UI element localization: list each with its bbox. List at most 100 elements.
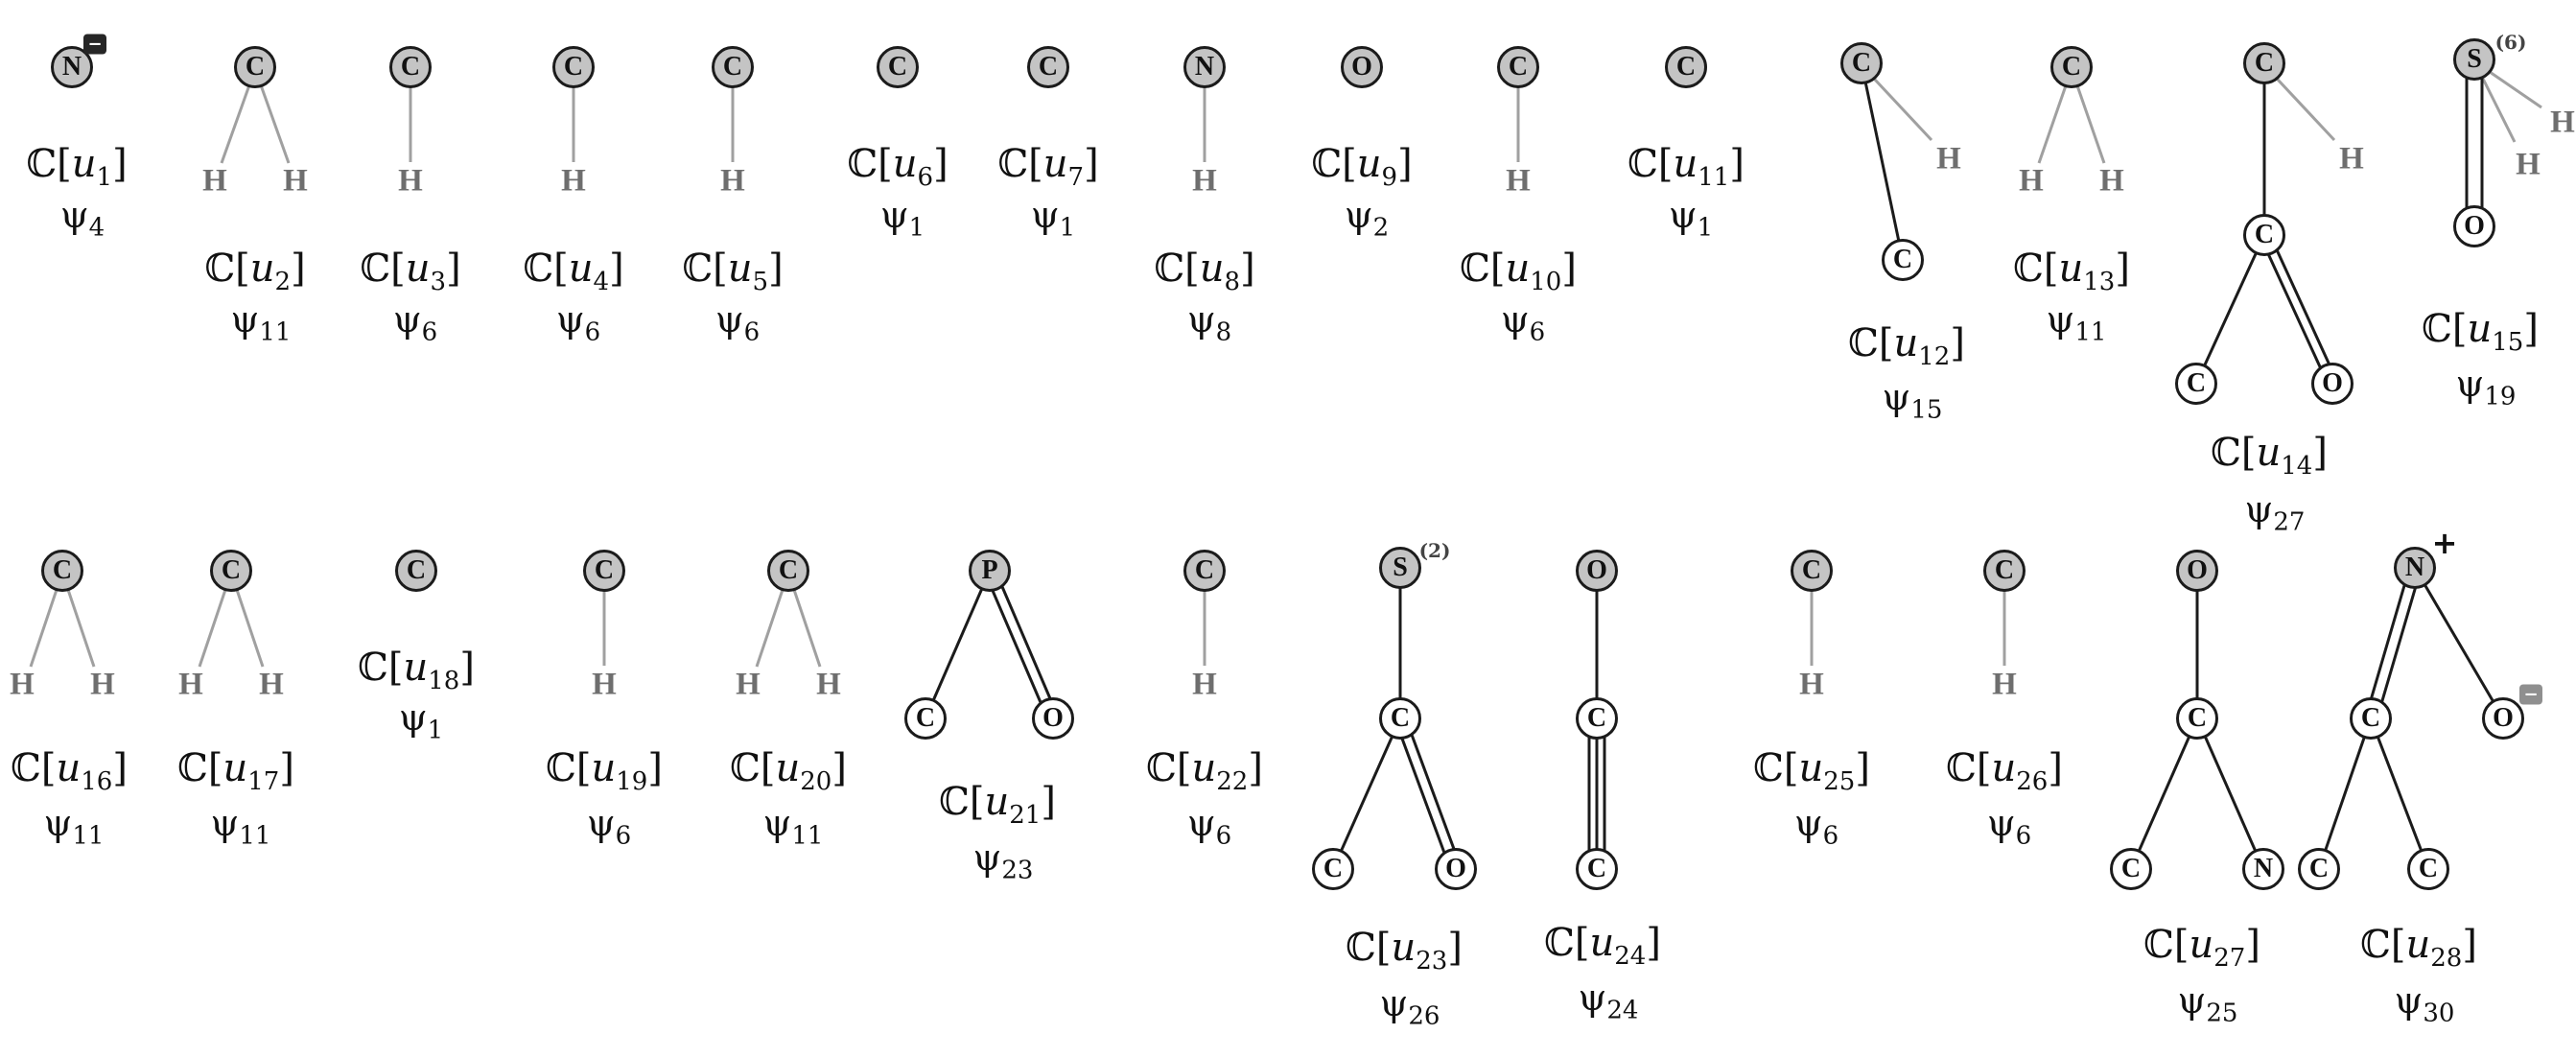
hydrogen-label: H	[90, 667, 115, 702]
label-c-open: ℂ[	[11, 746, 57, 790]
atom-carbon-root: C	[2243, 42, 2285, 84]
psi-symbol: ψ	[230, 298, 260, 341]
fragment-label: ℂ[u9]	[1311, 145, 1412, 190]
fragment-label: ℂ[u23]	[1346, 926, 1463, 974]
hydrogen-label: H	[592, 667, 617, 702]
psi-symbol: ψ	[555, 298, 585, 341]
psi-label: ψ27	[2245, 491, 2306, 535]
psi-index: 11	[239, 821, 271, 851]
fragment-label: ℂ[u12]	[1848, 324, 1965, 369]
psi-label: ψ8	[1186, 298, 1231, 345]
label-c-open: ℂ[	[1460, 247, 1506, 291]
atom-carbon-root: C	[583, 550, 625, 592]
atom-carbon-root: C	[1497, 46, 1539, 88]
psi-symbol: ψ	[879, 194, 909, 236]
psi-label: ψ24	[1579, 979, 1639, 1023]
hydrogen-label: H	[259, 667, 284, 702]
label-u-index: 28	[2430, 944, 2463, 973]
label-u: u	[591, 746, 617, 790]
psi-label: ψ11	[44, 805, 105, 849]
label-close: ]	[2245, 923, 2260, 967]
psi-index: 1	[1059, 213, 1076, 243]
fragment-label: ℂ[u1]	[26, 142, 127, 190]
label-u-index: 16	[81, 767, 113, 796]
label-c-open: ℂ[	[2422, 307, 2468, 351]
label-close: ]	[1248, 746, 1263, 790]
hydrogen-label: H	[1936, 141, 1961, 176]
atom-carbon: C	[1576, 848, 1618, 890]
label-c-open: ℂ[	[1946, 746, 1992, 790]
fragment-label: ℂ[u25]	[1753, 749, 1870, 794]
psi-symbol: ψ	[1882, 376, 1911, 418]
psi-label: ψ6	[1501, 301, 1545, 345]
label-u: u	[2467, 307, 2493, 351]
atom-carbon-root: C	[2050, 46, 2093, 88]
psi-index: 6	[615, 821, 632, 851]
label-u: u	[2189, 923, 2214, 967]
psi-label: ψ25	[2178, 982, 2238, 1026]
label-close: ]	[2462, 923, 2477, 967]
label-u: u	[1991, 746, 2017, 790]
hydrogen-label: H	[2339, 141, 2364, 176]
psi-label: ψ6	[1987, 805, 2031, 849]
label-u: u	[71, 142, 97, 186]
label-close: ]	[1084, 142, 1099, 186]
atom-oxygen: O	[1032, 697, 1074, 740]
label-u-index: 18	[428, 667, 460, 695]
label-u-index: 22	[1216, 767, 1249, 796]
psi-symbol: ψ	[1344, 194, 1373, 236]
label-u-index: 8	[1224, 268, 1241, 296]
psi-label: ψ2	[1344, 194, 1389, 241]
atom-oxygen-root: O	[1341, 46, 1383, 88]
psi-label: ψ1	[1668, 194, 1713, 241]
psi-index: 11	[72, 821, 105, 851]
label-u-index: 7	[1067, 163, 1085, 192]
psi-symbol: ψ	[1668, 194, 1698, 236]
psi-index: 27	[2273, 507, 2306, 537]
label-close: ]	[933, 142, 948, 186]
atom-oxygen: O	[2482, 697, 2524, 740]
label-c-open: ℂ[	[1544, 921, 1590, 965]
fragment-label: ℂ[u14]	[2211, 434, 2328, 479]
atom-carbon-root: C	[1665, 46, 1707, 88]
label-u: u	[727, 247, 753, 291]
psi-index: 6	[584, 317, 601, 347]
psi-label: ψ1	[399, 699, 443, 743]
atom-sulfur-root: S	[1379, 547, 1421, 589]
fragment-label: ℂ[u3]	[360, 247, 460, 294]
label-u: u	[2058, 247, 2084, 291]
label-u: u	[405, 247, 431, 291]
label-u: u	[1191, 746, 1217, 790]
valence-label: (2)	[1418, 539, 1451, 562]
psi-symbol: ψ	[586, 802, 616, 844]
atom-carbon-root: C	[767, 550, 809, 592]
label-close: ]	[2523, 307, 2539, 351]
label-u-index: 4	[593, 268, 610, 296]
label-c-open: ℂ[	[177, 746, 223, 790]
label-close: ]	[1041, 780, 1056, 824]
psi-symbol: ψ	[1186, 298, 1216, 341]
label-u: u	[568, 247, 594, 291]
hydrogen-label: H	[2550, 105, 2575, 140]
label-c-open: ℂ[	[1346, 926, 1392, 970]
psi-label: ψ26	[1380, 985, 1440, 1029]
label-close: ]	[112, 746, 128, 790]
label-close: ]	[647, 746, 663, 790]
atom-oxygen-root: O	[1576, 550, 1618, 592]
label-c-open: ℂ[	[1628, 142, 1674, 186]
atom-oxygen: O	[1435, 848, 1477, 890]
label-c-open: ℂ[	[204, 247, 250, 291]
fragment-label: ℂ[u19]	[546, 746, 663, 794]
psi-index: 6	[421, 317, 438, 347]
label-close: ]	[1729, 142, 1745, 186]
atom-phosphorus-root: P	[969, 550, 1011, 592]
fragment-label: ℂ[u16]	[11, 746, 128, 794]
psi-symbol: ψ	[2046, 298, 2075, 341]
atom-carbon: C	[2110, 848, 2152, 890]
atom-carbon: C	[2176, 697, 2218, 740]
label-u-index: 2	[274, 268, 292, 296]
atom-carbon: C	[1576, 697, 1618, 740]
label-c-open: ℂ[	[730, 746, 776, 790]
label-u: u	[222, 746, 248, 790]
